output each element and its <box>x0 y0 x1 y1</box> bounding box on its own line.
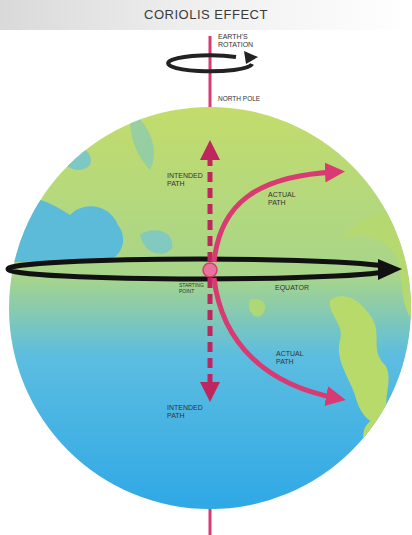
intended-path-arrow <box>208 150 213 262</box>
path-label: INTENDED PATH <box>167 404 203 420</box>
actual-path-arrow <box>214 278 336 398</box>
landmasses <box>0 110 412 474</box>
rotation-arrow <box>168 51 258 71</box>
title: CORIOLIS EFFECT <box>0 8 412 23</box>
actual-path-arrow <box>214 172 335 262</box>
equator-arrow <box>8 259 402 280</box>
path-label: ACTUAL PATH <box>268 191 295 207</box>
rotation-label: EARTH'S ROTATION <box>218 33 253 49</box>
path-label: INTENDED PATH <box>167 172 203 188</box>
intended-path-arrow <box>208 278 213 392</box>
path-label: ACTUAL PATH <box>276 350 303 366</box>
equator-label: EQUATOR <box>275 284 309 292</box>
globe <box>9 107 411 509</box>
start-label: STARTING POINT <box>179 283 204 295</box>
pole-label: NORTH POLE <box>218 95 260 102</box>
axis-line <box>209 506 212 535</box>
starting-point-dot <box>203 263 217 277</box>
